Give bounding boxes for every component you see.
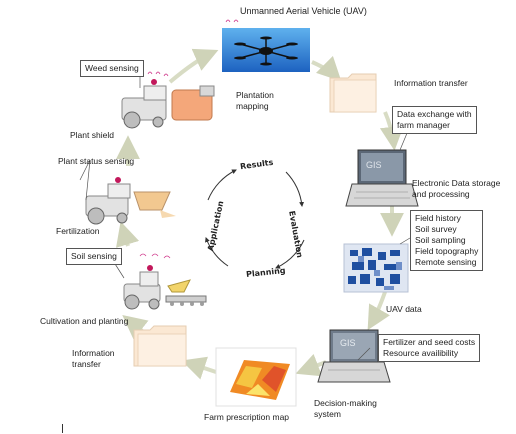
label-farm-prescription-map: Farm prescription map — [204, 412, 290, 422]
field-list-item: Remote sensing — [415, 257, 477, 267]
signal-waves — [139, 19, 239, 259]
tractor-plant-shield — [121, 79, 215, 129]
arrow-decision-to-map — [295, 353, 327, 377]
label-info-left-line2: transfer — [72, 359, 101, 369]
arrow-shield-to-uav — [168, 48, 219, 84]
box-data-exchange-line1: Data exchange with — [397, 109, 472, 119]
box-costs-line2: Resource availibility — [383, 348, 459, 358]
laptop-icon-decision — [317, 329, 391, 383]
arrow-map-to-transfer — [181, 356, 217, 380]
label-electronic-storage-line2: and processing — [412, 189, 470, 199]
label-decision-system: Decision-making system — [314, 398, 377, 420]
folder-icon-left — [133, 325, 187, 367]
label-plant-status: Plant status sensing — [58, 156, 135, 166]
field-list-item: Field history — [415, 213, 461, 223]
inner-cycle — [205, 169, 305, 269]
field-list-item: Soil sampling — [415, 235, 466, 245]
label-plantation-line2: mapping — [236, 101, 269, 111]
prescription-map-image — [215, 347, 297, 407]
label-uav-data: UAV data — [386, 304, 422, 314]
label-plant-shield: Plant shield — [70, 130, 114, 140]
text-cursor — [62, 424, 63, 433]
label-decision-line2: system — [314, 409, 341, 419]
field-list-item: Field topography — [415, 246, 479, 256]
arrow-uav-to-transfer — [311, 55, 342, 82]
label-plantation-line1: Plantation — [236, 90, 274, 100]
box-soil-sensing: Soil sensing — [66, 248, 122, 265]
label-cultivation: Cultivation and planting — [40, 316, 129, 326]
gis-screen-text-top: GIS — [366, 160, 382, 170]
uav-image — [222, 28, 310, 72]
label-info-left-line1: Information — [72, 348, 115, 358]
laptop-icon-storage — [345, 149, 419, 207]
label-plantation-mapping: Plantation mapping — [236, 90, 274, 112]
field-list-item: Soil survey — [415, 224, 457, 234]
label-electronic-storage-line1: Electronic Data storage — [412, 178, 501, 188]
label-electronic-storage: Electronic Data storage and processing — [412, 178, 500, 200]
box-data-exchange-line2: farm manager — [397, 120, 450, 130]
box-costs: Fertilizer and seed costs Resource avail… — [378, 334, 481, 362]
label-information-transfer-top: Information transfer — [394, 78, 468, 88]
box-data-exchange: Data exchange with farm manager — [392, 106, 477, 134]
uav-data-heatmap — [343, 243, 409, 293]
box-field-list: Field history Soil survey Soil sampling … — [410, 210, 484, 271]
uav-title: Unmanned Aerial Vehicle (UAV) — [240, 6, 367, 16]
tractor-fertilization — [85, 177, 176, 225]
folder-icon-top — [329, 73, 377, 113]
gis-screen-text-bottom: GIS — [340, 338, 356, 348]
tractor-soil — [123, 265, 207, 310]
label-fertilization: Fertilization — [56, 226, 100, 236]
box-costs-line1: Fertilizer and seed costs — [383, 337, 476, 347]
box-weed-sensing: Weed sensing — [80, 60, 144, 77]
arrow-transfer-to-storage — [379, 111, 404, 151]
label-decision-line1: Decision-making — [314, 398, 377, 408]
arrow-uavdata-to-decision — [367, 291, 390, 331]
label-information-transfer-left: Information transfer — [72, 348, 115, 370]
arrow-cultivation-to-fertilization — [116, 221, 140, 248]
